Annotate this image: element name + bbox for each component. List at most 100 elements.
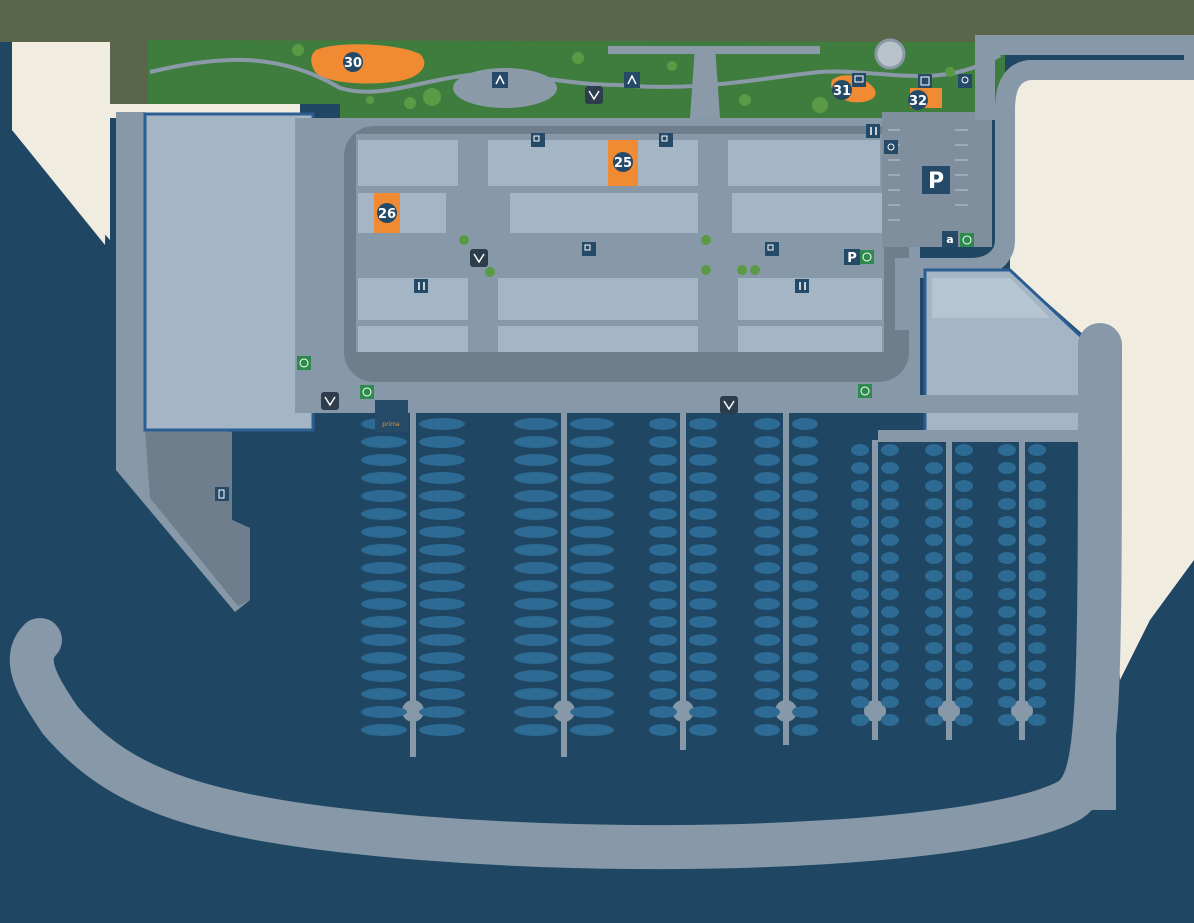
- boat-berth: [881, 696, 899, 708]
- viewpoint-icon[interactable]: [852, 73, 866, 87]
- boat-berth: [754, 454, 780, 466]
- toilet-icon[interactable]: [414, 279, 428, 293]
- boat-berth: [851, 696, 869, 708]
- boat-berth: [1028, 624, 1046, 636]
- boat-berth: [955, 642, 973, 654]
- boat-berth: [514, 670, 558, 682]
- amenity-sign[interactable]: [942, 231, 958, 247]
- boat-berth: [361, 508, 407, 520]
- left-quay-dark: [145, 420, 250, 606]
- waste-bin-icon[interactable]: [321, 392, 339, 410]
- boat-berth: [689, 508, 717, 520]
- playground-icon[interactable]: [624, 72, 640, 88]
- boat-berth: [419, 652, 465, 664]
- waste-bin-icon[interactable]: [585, 86, 603, 104]
- label-25: 25: [614, 156, 632, 171]
- fuel-station-icon[interactable]: [215, 487, 229, 501]
- parking-ticket-icon[interactable]: [659, 133, 673, 147]
- boat-berth: [689, 688, 717, 700]
- parking-sign[interactable]: [922, 166, 950, 194]
- boat-berth: [1028, 660, 1046, 672]
- side-road: [110, 40, 150, 104]
- recycle-icon[interactable]: [960, 233, 974, 247]
- parking-label: P: [928, 169, 944, 194]
- boat-berth: [419, 724, 465, 736]
- boat-berth: [570, 706, 614, 718]
- boat-berth: [419, 616, 465, 628]
- boat-berth: [925, 606, 943, 618]
- map-icons[interactable]: [215, 72, 974, 501]
- boat-berth: [925, 480, 943, 492]
- waste-bin-icon[interactable]: [470, 249, 488, 267]
- boat-berth: [792, 688, 818, 700]
- boat-berth: [1028, 696, 1046, 708]
- boat-berth: [754, 724, 780, 736]
- boat-berth: [925, 498, 943, 510]
- boat-berth: [792, 724, 818, 736]
- shop-blocks: [358, 140, 882, 352]
- parking-ticket-icon[interactable]: [582, 242, 596, 256]
- boat-berth: [851, 588, 869, 600]
- boat-berth: [1028, 516, 1046, 528]
- parking-ticket-icon[interactable]: [531, 133, 545, 147]
- recycle-icon[interactable]: [297, 356, 311, 370]
- waste-bin-icon[interactable]: [720, 396, 738, 414]
- boat-berth: [419, 670, 465, 682]
- boat-berth: [1028, 606, 1046, 618]
- toilet-icon[interactable]: [795, 279, 809, 293]
- boat-berth: [689, 472, 717, 484]
- breakwater-right: [1088, 340, 1116, 810]
- boat-berth: [754, 598, 780, 610]
- boat-berth: [792, 508, 818, 520]
- boat-berth: [754, 652, 780, 664]
- playground-icon[interactable]: [492, 72, 508, 88]
- elevator-icon[interactable]: [918, 74, 932, 88]
- boat-berth: [998, 642, 1016, 654]
- boat-berth: [792, 616, 818, 628]
- recycle-icon[interactable]: [858, 384, 872, 398]
- boat-berth: [851, 444, 869, 456]
- boat-berth: [881, 660, 899, 672]
- boat-berth: [689, 418, 717, 430]
- boat-berth: [955, 534, 973, 546]
- boat-berth: [925, 444, 943, 456]
- boat-berth: [361, 580, 407, 592]
- boat-berth: [419, 562, 465, 574]
- boat-berth: [570, 472, 614, 484]
- boat-berth: [925, 516, 943, 528]
- boat-berth: [792, 472, 818, 484]
- boat-berth: [754, 670, 780, 682]
- toilet-icon[interactable]: [866, 124, 880, 138]
- boat-berth: [361, 706, 407, 718]
- boat-berth: [792, 454, 818, 466]
- parking-sign-small[interactable]: [844, 249, 860, 265]
- boat-berth: [851, 624, 869, 636]
- parking-ticket-icon[interactable]: [765, 242, 779, 256]
- boat-berth: [514, 652, 558, 664]
- elevator-icon[interactable]: [884, 140, 898, 154]
- boat-berth: [649, 562, 677, 574]
- recycle-icon[interactable]: [860, 250, 874, 264]
- boat-berth: [792, 562, 818, 574]
- boat-berth: [955, 570, 973, 582]
- boat-berth: [514, 724, 558, 736]
- boat-berth: [689, 580, 717, 592]
- boat-berth: [689, 562, 717, 574]
- boat-berth: [361, 490, 407, 502]
- boat-berth: [754, 418, 780, 430]
- location-badges[interactable]: 30 31 32 25 26: [343, 52, 928, 223]
- recycle-icon[interactable]: [360, 385, 374, 399]
- boat-berth: [649, 706, 677, 718]
- boat-berth: [851, 660, 869, 672]
- boat-berth: [361, 616, 407, 628]
- boat-berth: [361, 472, 407, 484]
- boat-berth: [754, 562, 780, 574]
- area-30[interactable]: [311, 44, 425, 84]
- boat-berth: [955, 660, 973, 672]
- viewpoint-icon[interactable]: [958, 74, 972, 88]
- boat-berth: [514, 454, 558, 466]
- boat-berth: [851, 498, 869, 510]
- boat-berth: [881, 570, 899, 582]
